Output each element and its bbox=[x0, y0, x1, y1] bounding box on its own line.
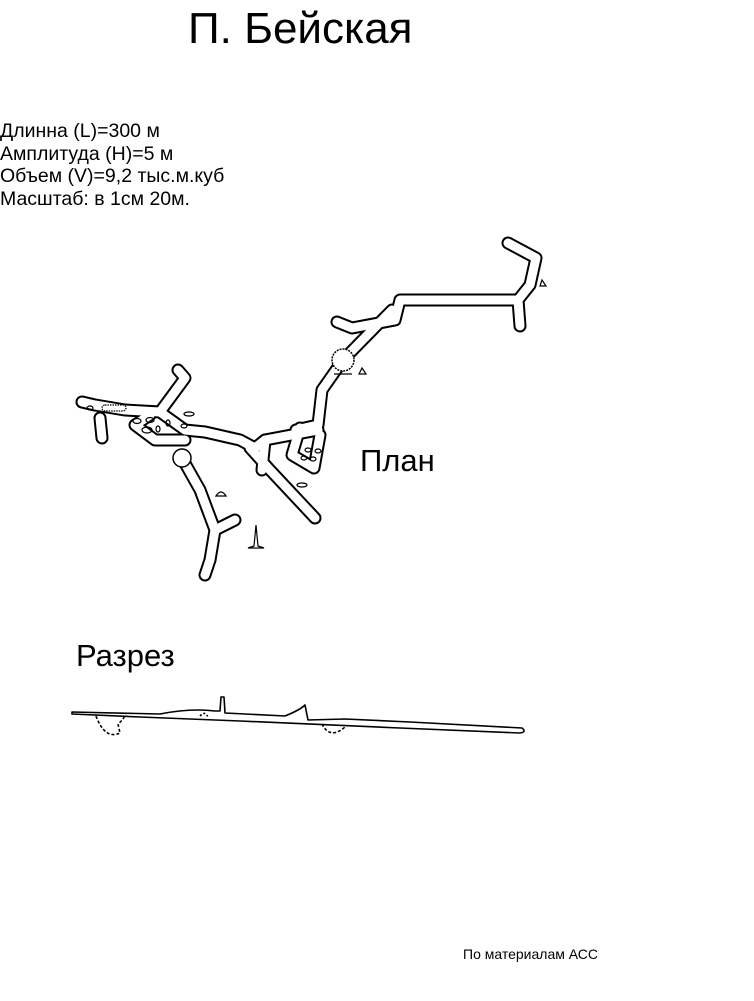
cave-stats: Длинна (L)=300 м Амплитуда (H)=5 м Объем… bbox=[0, 120, 224, 210]
pillars bbox=[86, 278, 548, 549]
page-title: П. Бейская bbox=[188, 4, 413, 53]
plan-passages bbox=[75, 236, 548, 582]
stat-amplitude: Амплитуда (H)=5 м bbox=[0, 142, 174, 165]
shaft-circle bbox=[172, 448, 192, 468]
stat-scale: Масштаб: в 1см 20м. bbox=[0, 187, 190, 210]
plan-label: План bbox=[360, 443, 435, 478]
shaft-circle bbox=[331, 348, 355, 372]
stat-length: Длинна (L)=300 м bbox=[0, 120, 160, 142]
credit-text: По материалам АСС bbox=[463, 946, 598, 962]
section-drawing bbox=[71, 696, 525, 736]
section-label: Разрез bbox=[76, 638, 175, 673]
stat-volume: Объем (V)=9,2 тыс.м.куб bbox=[0, 165, 225, 187]
